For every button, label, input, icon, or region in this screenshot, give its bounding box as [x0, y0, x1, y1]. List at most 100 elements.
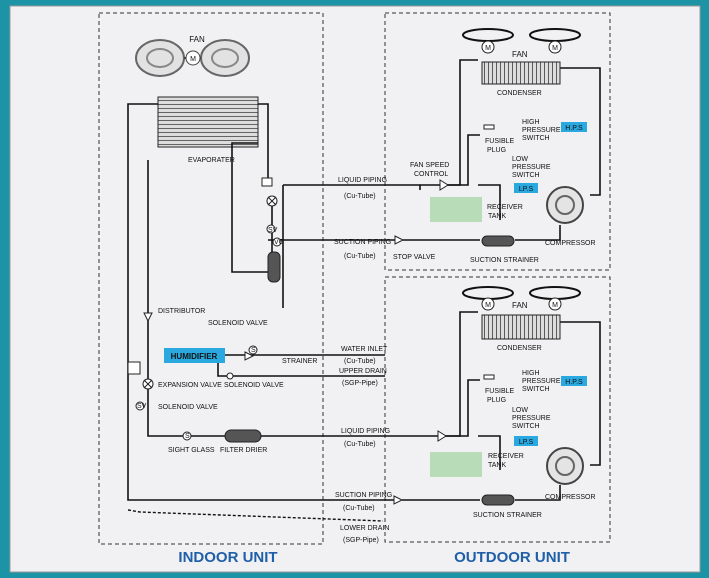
- receiver-tank-bottom-icon: [430, 452, 482, 477]
- blower-right-icon: [200, 39, 250, 77]
- svg-text:H.P.S: H.P.S: [565, 125, 583, 132]
- svg-text:FAN SPEED: FAN SPEED: [410, 162, 449, 169]
- svg-text:HIGH: HIGH: [522, 370, 540, 377]
- lower-drain-line: [127, 509, 384, 522]
- outdoor-unit-title: OUTDOOR UNIT: [454, 549, 570, 566]
- svg-text:PRESSURE: PRESSURE: [522, 127, 561, 134]
- svg-text:M: M: [552, 302, 558, 309]
- strainer-valve-icon: [244, 351, 255, 361]
- outdoor-unit-top: M M FAN CONDENSER FUSIBLE PLUG HIGH PRES…: [403, 28, 601, 264]
- svg-text:LP.S: LP.S: [519, 186, 534, 193]
- svg-text:M: M: [190, 56, 196, 63]
- stop-valve-label: STOP VALVE: [393, 254, 436, 261]
- svg-text:LOWER DRAIN: LOWER DRAIN: [340, 525, 389, 532]
- compressor-bottom-icon: [546, 447, 584, 485]
- distributor-label: DISTRIBUTOR: [158, 308, 205, 315]
- fusible-plug-top-icon: [483, 124, 495, 130]
- svg-text:PLUG: PLUG: [487, 147, 506, 154]
- hps-tag-top: [561, 122, 587, 132]
- humidifier-box: [164, 348, 225, 363]
- indoor-fan: M FAN: [135, 35, 250, 77]
- svg-text:SUCTION PIPING: SUCTION PIPING: [335, 492, 392, 499]
- svg-text:TANK: TANK: [488, 213, 506, 220]
- svg-text:SUCTION PIPING: SUCTION PIPING: [334, 239, 391, 246]
- svg-text:CONTROL: CONTROL: [414, 171, 448, 178]
- svg-text:SV: SV: [268, 227, 278, 234]
- svg-text:(Cu-Tube): (Cu-Tube): [343, 505, 375, 512]
- svg-text:SV: SV: [137, 403, 147, 410]
- solenoid-valve-top-label: SOLENOID VALVE: [208, 320, 268, 327]
- fusible-plug-bottom-icon: [483, 374, 495, 380]
- svg-text:H.P.S: H.P.S: [565, 379, 583, 386]
- svg-text:LOW: LOW: [512, 407, 528, 414]
- svg-text:(Cu-Tube): (Cu-Tube): [344, 441, 376, 448]
- humidifier-solenoid-label: SOLENOID VALVE: [224, 382, 284, 389]
- svg-text:RECEIVER: RECEIVER: [487, 204, 523, 211]
- svg-text:PRESSURE: PRESSURE: [512, 415, 551, 422]
- suction-strainer-bottom-icon: [481, 494, 515, 506]
- blower-left-icon: [135, 39, 185, 77]
- svg-text:SUCTION STRAINER: SUCTION STRAINER: [470, 257, 539, 264]
- condenser-top-icon: [481, 61, 561, 85]
- svg-text:LIQUID PIPING: LIQUID PIPING: [341, 428, 390, 435]
- svg-text:PLUG: PLUG: [487, 397, 506, 404]
- sight-glass-icon: [182, 431, 192, 441]
- svg-text:UPPER DRAIN: UPPER DRAIN: [339, 368, 387, 375]
- pipe-labels: LIQUID PIPING (Cu-Tube) SUCTION PIPING (…: [334, 177, 392, 544]
- condenser-bottom-icon: [481, 314, 561, 340]
- strainer-label: STRAINER: [282, 358, 317, 365]
- outdoor-unit-bottom: M M FAN CONDENSER FUSIBLE PLUG HIGH PRES…: [402, 286, 601, 519]
- thermal-bulb-lower-icon: [127, 361, 141, 375]
- svg-text:(Cu-Tube): (Cu-Tube): [344, 253, 376, 260]
- expansion-valve-label: EXPANSION VALVE: [158, 382, 222, 389]
- solenoid-valve-icon: [135, 401, 145, 411]
- outdoor-bottom-boundary: [384, 276, 611, 543]
- condenser-top-label: CONDENSER: [497, 90, 542, 97]
- svg-text:TANK: TANK: [488, 462, 506, 469]
- svg-text:FUSIBLE: FUSIBLE: [485, 388, 515, 395]
- humidifier-label: HUMIDIFIER: [171, 352, 218, 361]
- filter-drier-label: FILTER DRIER: [220, 447, 267, 454]
- suction-strainer-top-icon: [481, 235, 515, 247]
- svg-text:RECEIVER: RECEIVER: [488, 453, 524, 460]
- hum-drain-valve-icon: [226, 372, 234, 380]
- compressor-bottom-label: COMPRESSOR: [545, 494, 596, 501]
- receiver-tank-top-icon: [430, 197, 482, 222]
- liquid-valve-bottom-icon: [437, 430, 447, 442]
- svg-text:SUCTION STRAINER: SUCTION STRAINER: [473, 512, 542, 519]
- svg-text:PRESSURE: PRESSURE: [522, 378, 561, 385]
- hps-tag-bottom: [561, 376, 587, 386]
- indoor-fan-label: FAN: [189, 35, 205, 44]
- svg-text:M: M: [485, 302, 491, 309]
- solenoid-valve-top-icon: [266, 224, 276, 234]
- stop-valve-bottom-icon: [393, 495, 404, 505]
- outdoor-bottom-fan-label: FAN: [512, 301, 528, 310]
- humidifier-solenoid-icon: [248, 345, 258, 355]
- svg-text:(SGP-Pipe): (SGP-Pipe): [343, 537, 379, 544]
- svg-text:S: S: [251, 347, 256, 354]
- fan-motor-icon: [185, 50, 201, 66]
- svg-text:(Cu-Tube): (Cu-Tube): [344, 358, 376, 365]
- svg-text:LOW: LOW: [512, 156, 528, 163]
- condenser-bottom-label: CONDENSER: [497, 345, 542, 352]
- svg-text:LIQUID PIPING: LIQUID PIPING: [338, 177, 387, 184]
- compressor-top-label: COMPRESSOR: [545, 240, 596, 247]
- svg-text:WATER INLET: WATER INLET: [341, 346, 388, 353]
- svg-text:FUSIBLE: FUSIBLE: [485, 138, 515, 145]
- svg-text:M: M: [552, 45, 558, 52]
- svg-text:LP.S: LP.S: [519, 439, 534, 446]
- svg-text:VG: VG: [274, 239, 284, 246]
- outdoor-top-fan-label: FAN: [512, 50, 528, 59]
- fan-speed-valve-icon: [439, 179, 449, 191]
- stop-valve-top-icon: [394, 235, 405, 245]
- lps-tag-bottom: [514, 436, 538, 446]
- evaporator-label: EVAPORATER: [188, 157, 235, 164]
- filter-drier-icon: [224, 429, 262, 443]
- indoor-unit-boundary: [98, 12, 324, 545]
- svg-text:(Cu-Tube): (Cu-Tube): [344, 193, 376, 200]
- vg-valve-icon: [272, 237, 282, 247]
- sight-glass-label: SIGHT GLASS: [168, 447, 215, 454]
- svg-text:PRESSURE: PRESSURE: [512, 164, 551, 171]
- svg-text:M: M: [485, 45, 491, 52]
- compressor-top-icon: [546, 186, 584, 224]
